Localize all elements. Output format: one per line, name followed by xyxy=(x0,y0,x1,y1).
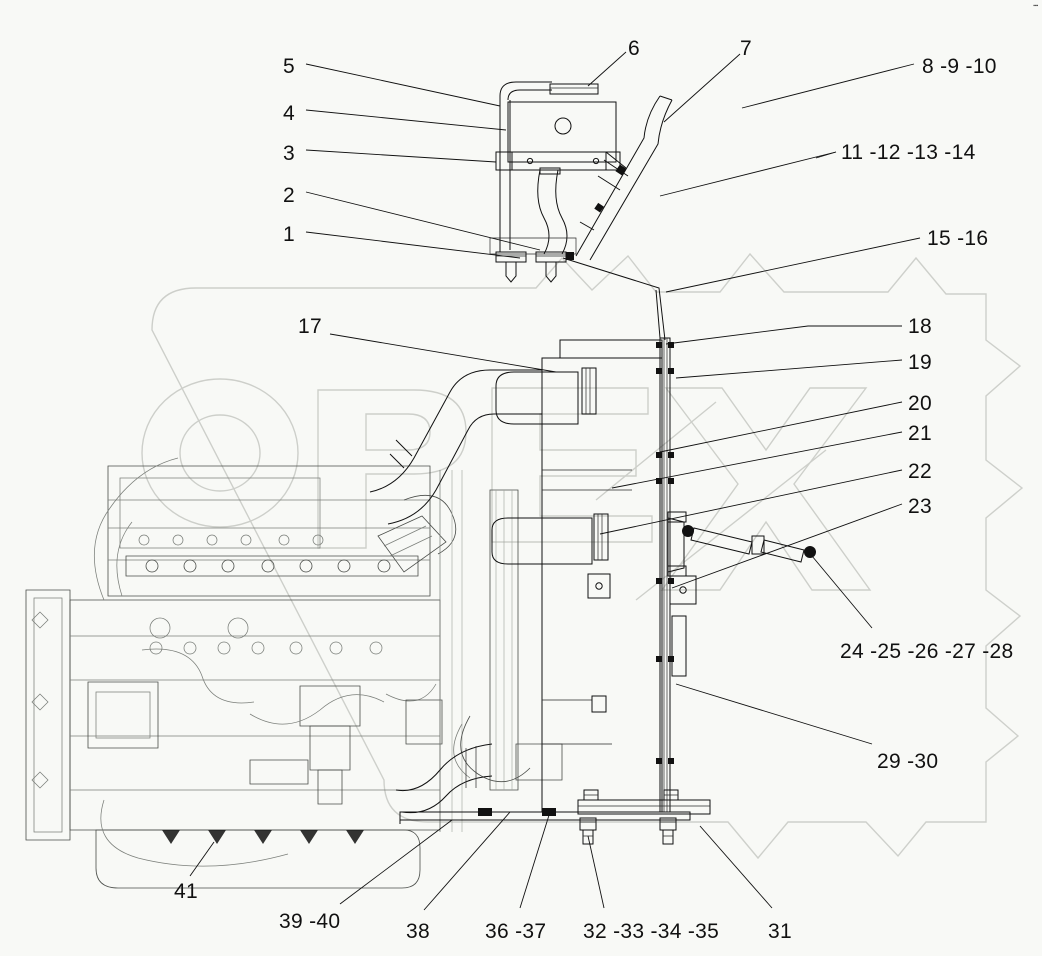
plate-bolts xyxy=(583,789,679,801)
callout-11-12-13-14: 11 -12 -13 -14 xyxy=(841,141,976,164)
intake-pipe xyxy=(369,369,542,525)
callout-19: 19 xyxy=(908,351,932,374)
corner-mark: ▪▪▪ xyxy=(1033,3,1038,9)
rail-bolts xyxy=(656,342,674,764)
callout-20: 20 xyxy=(908,392,932,415)
callout-23: 23 xyxy=(908,495,932,518)
callout-24-25-26-27-28: 24 -25 -26 -27 -28 xyxy=(840,640,1014,663)
callout-7: 7 xyxy=(740,37,752,60)
callout-8-9-10: 8 -9 -10 xyxy=(922,55,997,78)
air-cleaner-assembly xyxy=(489,81,673,283)
callout-1: 1 xyxy=(283,223,295,246)
callout-4: 4 xyxy=(283,102,295,125)
leader-lines xyxy=(189,51,921,911)
base-bolt-left xyxy=(579,817,597,845)
callout-21: 21 xyxy=(908,422,932,445)
callout-2: 2 xyxy=(283,184,295,207)
callout-6: 6 xyxy=(628,37,640,60)
engine-assembly xyxy=(25,457,463,889)
fan-shroud xyxy=(453,489,563,791)
lower-hose xyxy=(395,743,493,814)
callout-29-30: 29 -30 xyxy=(877,750,939,773)
callout-39-40: 39 -40 xyxy=(279,910,341,933)
callout-31: 31 xyxy=(768,920,792,943)
callout-17: 17 xyxy=(298,315,322,338)
callout-32-33-34-35: 32 -33 -34 -35 xyxy=(583,920,720,943)
callout-38: 38 xyxy=(406,920,430,943)
callout-41: 41 xyxy=(174,880,198,903)
callout-15-16: 15 -16 xyxy=(927,227,989,250)
callout-22: 22 xyxy=(908,460,932,483)
callout-5: 5 xyxy=(283,55,295,78)
support-rod-assembly xyxy=(667,511,816,577)
callout-36-37: 36 -37 xyxy=(485,920,547,943)
radiator-assembly xyxy=(491,257,697,813)
base-frame xyxy=(399,789,711,845)
callout-18: 18 xyxy=(908,315,932,338)
callout-3: 3 xyxy=(283,142,295,165)
base-bolt-right xyxy=(659,817,677,845)
